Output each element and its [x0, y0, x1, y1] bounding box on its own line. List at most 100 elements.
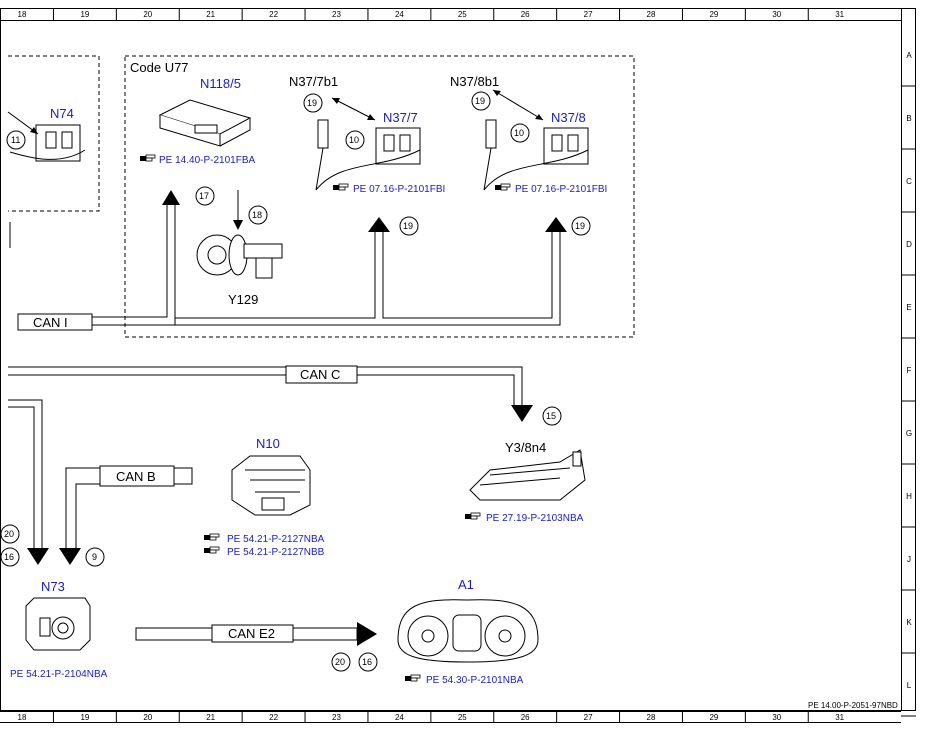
- grid-column-label: 22: [269, 10, 278, 19]
- grid-column-label: 28: [647, 713, 656, 722]
- grid-column-label: 23: [332, 713, 341, 722]
- n74-group-box: [8, 55, 100, 212]
- svg-text:20: 20: [335, 657, 345, 667]
- n37-7-component: N37/7b1 N37/7 PE 07.16-P-2101FBI: [289, 74, 445, 195]
- svg-text:15: 15: [546, 411, 556, 421]
- n73-label: N73: [41, 579, 65, 594]
- grid-column-label: 31: [835, 713, 844, 722]
- n37-7-label: N37/7: [383, 110, 418, 125]
- svg-text:19: 19: [403, 221, 413, 231]
- can-e2-label: CAN E2: [228, 626, 275, 641]
- svg-text:16: 16: [4, 552, 14, 562]
- svg-text:11: 11: [11, 135, 20, 145]
- pointing-hand-icon: [139, 154, 156, 162]
- can-c-label: CAN C: [300, 367, 340, 382]
- grid-row-label: G: [906, 429, 912, 438]
- grid-column-label: 21: [206, 10, 215, 19]
- can-e2-bus: CAN E2: [135, 622, 377, 646]
- pointing-hand-icon: [332, 183, 349, 191]
- grid-row-label: L: [907, 681, 912, 690]
- grid-column-label: 23: [332, 10, 341, 19]
- grid-column-label: 25: [458, 713, 467, 722]
- grid-column-label: 19: [80, 10, 89, 19]
- pointing-hand-icon: [464, 512, 481, 520]
- grid-column-label: 29: [709, 713, 718, 722]
- grid-column-label: 22: [269, 713, 278, 722]
- callout-17: 17: [195, 186, 215, 206]
- n37-8b1-label: N37/8b1: [450, 74, 499, 89]
- grid-column-label: 29: [709, 10, 718, 19]
- grid-row-label: H: [906, 492, 912, 501]
- n74-label: N74: [50, 106, 74, 121]
- grid-column-label: 30: [772, 10, 781, 19]
- svg-text:16: 16: [362, 657, 372, 667]
- arrow-down-icon: [511, 405, 533, 422]
- grid-column-label: 18: [18, 10, 27, 19]
- n118-5-reference: PE 14.40-P-2101FBA: [159, 155, 255, 166]
- grid-row-label: K: [906, 618, 912, 627]
- n73-reference: PE 54.21-P-2104NBA: [10, 669, 108, 680]
- callout-19-c: 19: [471, 91, 491, 111]
- pointing-hand-icon: [203, 533, 220, 541]
- grid-row-label: F: [907, 366, 912, 375]
- a1-label: A1: [458, 577, 474, 592]
- option-code-label: Code U77: [130, 60, 189, 75]
- grid-column-label: 20: [143, 713, 152, 722]
- callout-11: 11: [6, 130, 26, 150]
- grid-column-label: 24: [395, 713, 404, 722]
- callout-19-d: 19: [571, 216, 591, 236]
- callout-15: 15: [542, 406, 562, 426]
- callout-18: 18: [248, 205, 268, 225]
- y3-8n4-label: Y3/8n4: [505, 440, 546, 455]
- y3-8n4-component: 15 Y3/8n4 PE 27.19-P-2103NBA: [464, 406, 586, 524]
- grid-column-label: 26: [521, 10, 530, 19]
- grid-column-label: 30: [772, 713, 781, 722]
- grid-row-label: D: [906, 240, 912, 249]
- arrow-up-icon: [545, 217, 567, 232]
- grid-row-label: A: [906, 51, 912, 60]
- arrow-up-icon: [368, 217, 390, 232]
- callout-19-b: 19: [399, 216, 419, 236]
- y129-component: Y129: [196, 234, 283, 307]
- y129-label: Y129: [228, 292, 258, 307]
- svg-text:18: 18: [252, 210, 262, 220]
- y3-8n4-reference: PE 27.19-P-2103NBA: [486, 513, 584, 524]
- a1-reference: PE 54.30-P-2101NBA: [426, 675, 524, 686]
- arrow-right-icon: [357, 622, 377, 646]
- arrow-down-icon: [59, 548, 81, 565]
- can-b-label: CAN B: [116, 469, 156, 484]
- svg-text:19: 19: [307, 98, 317, 108]
- callout-10-b: 10: [510, 123, 530, 143]
- option-code-box: [124, 55, 635, 338]
- can-i-label: CAN I: [33, 315, 68, 330]
- svg-text:10: 10: [349, 135, 359, 145]
- callout-9: 9: [85, 547, 105, 567]
- svg-text:19: 19: [475, 96, 485, 106]
- grid-column-label: 31: [835, 10, 844, 19]
- callout-10-a: 10: [345, 130, 365, 150]
- arrow-up-icon: [162, 190, 180, 205]
- callout-20-b: 20: [331, 652, 351, 672]
- n118-5-label: N118/5: [200, 76, 241, 91]
- a1-component: A1 PE 54.30-P-2101NBA: [397, 577, 539, 686]
- grid-column-label: 18: [18, 713, 27, 722]
- grid-column-label: 24: [395, 10, 404, 19]
- grid-column-label: 25: [458, 10, 467, 19]
- can-c-bus: CAN C: [8, 365, 533, 422]
- svg-text:9: 9: [92, 552, 97, 562]
- can-i-bus: CAN I: [17, 190, 567, 331]
- n73-feed-lines: [8, 399, 49, 565]
- svg-text:10: 10: [514, 128, 524, 138]
- n10-label: N10: [256, 436, 280, 451]
- n37-8-component: N37/8b1 N37/8 PE 07.16-P-2101FBI: [450, 74, 607, 195]
- svg-text:17: 17: [199, 191, 209, 201]
- grid-column-label: 28: [647, 10, 656, 19]
- grid-column-label: 20: [143, 10, 152, 19]
- callout-20-a: 20: [0, 524, 20, 544]
- n73-component: N73 PE 54.21-P-2104NBA: [10, 579, 108, 680]
- grid-column-label: 26: [521, 713, 530, 722]
